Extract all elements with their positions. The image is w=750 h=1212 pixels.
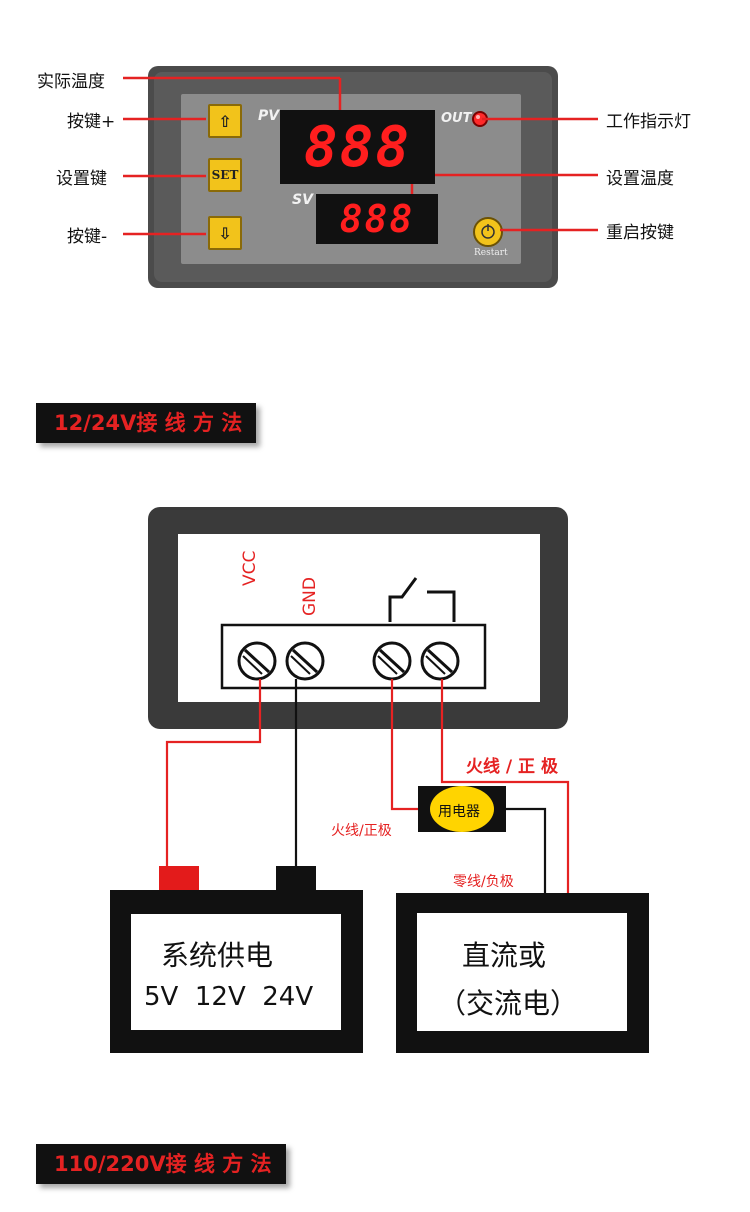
callout-key-plus: 按键+	[67, 112, 116, 132]
section-header-dc: 12/24V接 线 方 法	[36, 403, 257, 443]
restart-button-shape	[473, 217, 503, 247]
live-positive-label-left: 火线/正极	[331, 823, 392, 839]
load-label: 用电器	[438, 804, 480, 820]
callout-restart-key: 重启按键	[606, 223, 674, 243]
negative-terminal	[276, 866, 316, 892]
screw-relay-2	[420, 641, 460, 681]
wire-relay-load	[390, 679, 418, 811]
callout-set-temp: 设置温度	[606, 169, 674, 189]
section-header-ac: 110/220V接 线 方 法	[36, 1144, 286, 1184]
wire-relay-source	[440, 679, 570, 894]
load-face	[430, 786, 494, 832]
callout-actual-temp: 实际温度	[37, 72, 105, 92]
screw-relay-1	[372, 641, 412, 681]
source-window	[417, 913, 627, 1031]
sv-label: SV	[292, 192, 313, 208]
screw-vcc	[237, 641, 277, 681]
gnd-label: GND	[300, 577, 320, 616]
arrow-down-icon: ⇩	[218, 223, 232, 243]
restart-button[interactable]	[474, 218, 502, 246]
out-label: OUT	[441, 111, 472, 126]
source-box-title: 直流或	[462, 939, 547, 972]
callout-indicator: 工作指示灯	[606, 112, 691, 132]
callout-key-minus: 按键-	[67, 227, 108, 247]
set-button[interactable]: SET	[208, 158, 242, 192]
relay-contact-symbol	[388, 577, 418, 622]
vcc-label: VCC	[240, 550, 260, 586]
power-box-voltages: 5V 12V 24V	[144, 982, 314, 1012]
down-key[interactable]: ⇩	[208, 216, 242, 250]
positive-terminal	[159, 866, 199, 892]
pv-display: 888	[280, 110, 435, 184]
out-led-glint	[476, 115, 480, 119]
screw-gnd	[285, 641, 325, 681]
sv-display: 888	[316, 194, 438, 244]
restart-label: Restart	[474, 248, 508, 258]
callout-set-key: 设置键	[56, 169, 107, 189]
source-box-subtitle: （交流电）	[438, 987, 579, 1020]
wire-load-neutral	[502, 807, 547, 894]
power-supply-window	[131, 914, 341, 1030]
pv-label: PV	[258, 108, 280, 124]
power-box-title: 系统供电	[161, 939, 274, 972]
arrow-up-icon: ⇧	[218, 111, 232, 131]
neutral-negative-label: 零线/负极	[453, 874, 514, 890]
wire-vcc	[165, 679, 262, 868]
up-key[interactable]: ⇧	[208, 104, 242, 138]
live-positive-label-right: 火线 / 正 极	[466, 757, 558, 777]
